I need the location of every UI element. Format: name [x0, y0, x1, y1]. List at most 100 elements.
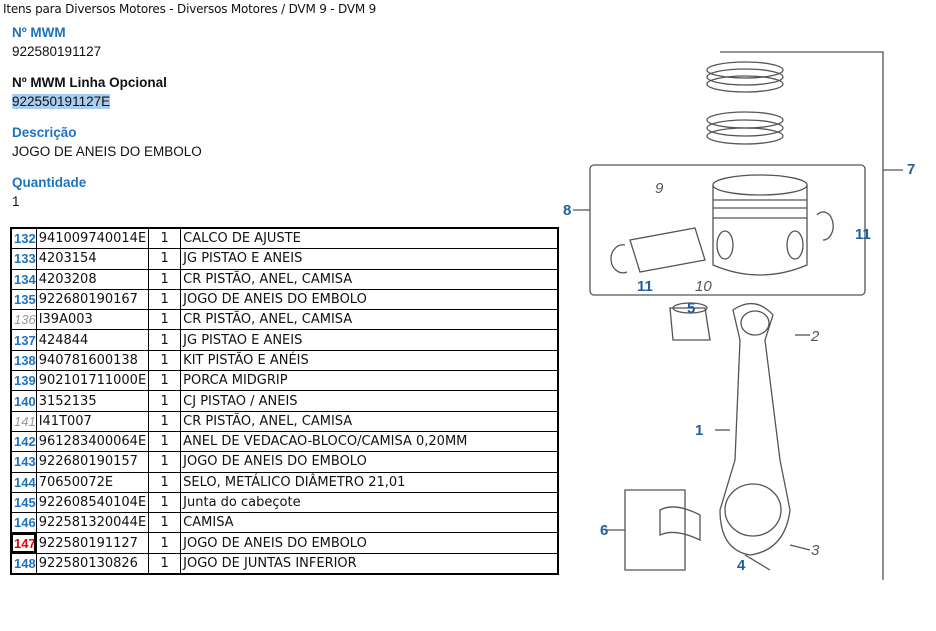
quantity-value: 1	[12, 194, 20, 209]
part-code: 424844	[35, 329, 150, 351]
part-description: CR PISTÃO, ANEL, CAMISA	[180, 268, 559, 290]
part-code: 922680190167	[35, 288, 150, 311]
part-code: 922680190157	[35, 451, 150, 473]
part-quantity: 1	[148, 532, 182, 554]
part-code: 922580130826	[35, 552, 150, 575]
item-number: 133	[10, 248, 37, 270]
part-code: 922608540104E	[35, 491, 150, 514]
item-number: 141	[10, 410, 37, 432]
label-9: 9	[655, 180, 664, 197]
item-number: 139	[10, 370, 37, 392]
bracket-7	[720, 51, 884, 580]
optional-line-value[interactable]: 922550191127E	[12, 94, 111, 109]
label-7: 7	[907, 161, 915, 178]
exploded-parts-diagram: 7 8 9 10 11 11 5 2 1 6 3 4	[563, 51, 915, 580]
part-code: 4203154	[35, 248, 150, 270]
part-description: JOGO DE ANEIS DO EMBOLO	[180, 451, 559, 473]
bushing-5	[669, 307, 711, 341]
part-description: JG PISTAO E ANEIS	[180, 329, 559, 351]
item-number: 147	[10, 532, 37, 554]
part-description: CAMISA	[180, 512, 559, 534]
part-code: 940781600138	[35, 349, 150, 372]
label-4: 4	[737, 557, 746, 574]
part-quantity: 1	[148, 390, 182, 412]
part-quantity: 1	[148, 268, 182, 290]
part-quantity: 1	[148, 491, 182, 514]
part-description: Junta do cabeçote	[180, 491, 559, 514]
part-quantity: 1	[148, 410, 182, 432]
part-code: 941009740014E	[35, 227, 150, 250]
part-quantity: 1	[148, 471, 182, 493]
item-number: 146	[10, 512, 37, 534]
item-number: 132	[10, 227, 37, 250]
item-number: 134	[10, 268, 37, 290]
part-description: CR PISTÃO, ANEL, CAMISA	[180, 309, 559, 331]
item-number: 138	[10, 349, 37, 372]
label-5: 5	[687, 300, 695, 317]
part-quantity: 1	[148, 430, 182, 453]
part-code: 902101711000E	[35, 370, 150, 392]
part-code: I41T007	[35, 410, 150, 432]
description-value: JOGO DE ANEIS DO EMBOLO	[12, 144, 202, 159]
part-description: JOGO DE ANEIS DO EMBOLO	[180, 288, 559, 311]
item-number: 140	[10, 390, 37, 412]
part-description: SELO, METÁLICO DIÂMETRO 21,01	[180, 471, 559, 493]
label-8: 8	[563, 202, 571, 219]
part-quantity: 1	[148, 227, 182, 250]
part-quantity: 1	[148, 349, 182, 372]
part-code: 4203208	[35, 268, 150, 290]
label-10: 10	[695, 278, 712, 295]
label-6: 6	[600, 522, 608, 539]
label-2: 2	[810, 328, 820, 345]
part-code: I39A003	[35, 309, 150, 331]
label-1: 1	[695, 422, 703, 439]
label-11-left: 11	[637, 278, 653, 295]
quantity-label: Quantidade	[12, 175, 87, 190]
part-description: JOGO DE JUNTAS INFERIOR	[180, 552, 559, 575]
item-number: 142	[10, 430, 37, 453]
item-number: 145	[10, 491, 37, 514]
part-description: JG PISTAO E ANEIS	[180, 248, 559, 270]
part-description: KIT PISTÃO E ANÉIS	[180, 349, 559, 372]
part-quantity: 1	[148, 248, 182, 270]
item-number: 137	[10, 329, 37, 351]
part-code: 3152135	[35, 390, 150, 412]
part-code: 922580191127	[35, 532, 150, 554]
part-description: CR PISTÃO, ANEL, CAMISA	[180, 410, 559, 432]
part-code: 961283400064E	[35, 430, 150, 453]
connecting-rod	[719, 303, 791, 556]
part-quantity: 1	[148, 329, 182, 351]
part-quantity: 1	[148, 552, 182, 575]
optional-line-label: Nº MWM Linha Opcional	[12, 75, 167, 90]
item-number: 135	[10, 288, 37, 311]
part-description: ANEL DE VEDACAO-BLOCO/CAMISA 0,20MM	[180, 430, 559, 453]
part-description: PORCA MIDGRIP	[180, 370, 559, 392]
part-code: 70650072E	[35, 471, 150, 493]
breadcrumb: Itens para Diversos Motores - Diversos M…	[3, 2, 377, 16]
mwm-label: Nº MWM	[12, 25, 66, 40]
item-number: 148	[10, 552, 37, 575]
label-11-right: 11	[855, 226, 871, 243]
item-number: 143	[10, 451, 37, 473]
part-quantity: 1	[148, 370, 182, 392]
item-number: 144	[10, 471, 37, 493]
part-quantity: 1	[148, 309, 182, 331]
